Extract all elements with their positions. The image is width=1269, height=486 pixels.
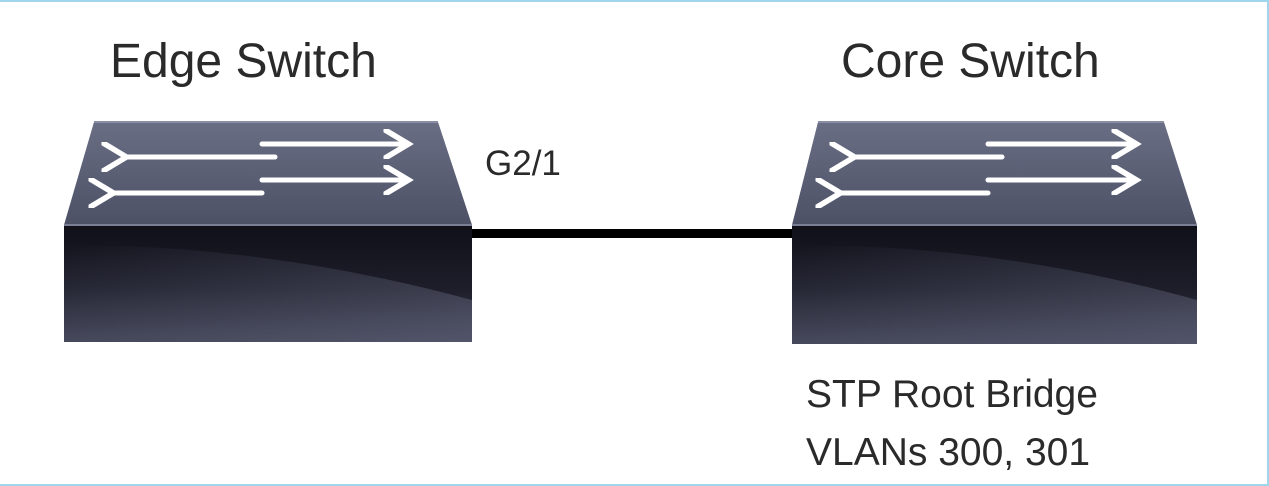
core-switch-note-vlans: VLANs 300, 301 (806, 431, 1091, 474)
core-switch-title: Core Switch (841, 35, 1100, 88)
link-cable (470, 229, 792, 238)
port-label: G2/1 (485, 144, 561, 183)
core-switch-icon (792, 121, 1197, 344)
edge-switch-icon (64, 121, 472, 342)
edge-switch-title: Edge Switch (110, 35, 377, 88)
core-switch-note-stp: STP Root Bridge (806, 373, 1098, 416)
